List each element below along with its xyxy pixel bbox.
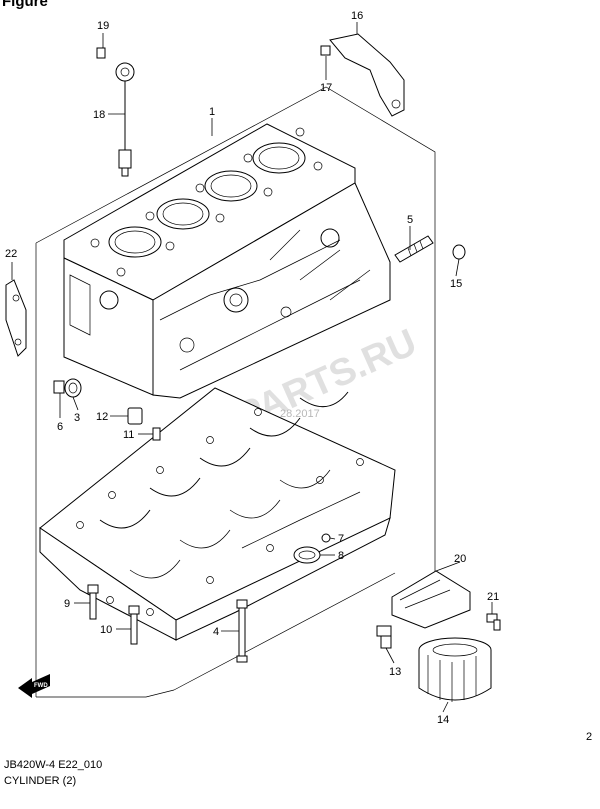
callout-9: 9	[64, 598, 70, 610]
callout-8: 8	[338, 550, 344, 562]
callout-11: 11	[123, 429, 134, 441]
callout-3: 3	[74, 412, 80, 424]
leader-lines	[11, 22, 493, 713]
callout-20: 20	[454, 553, 466, 565]
callout-2: 2	[586, 731, 592, 743]
callout-17: 17	[320, 82, 332, 94]
stud-13	[376, 625, 392, 649]
bolt-9	[87, 584, 99, 620]
watermark-date: 28.2017	[280, 408, 320, 420]
callout-15: 15	[450, 278, 462, 290]
callout-19: 19	[97, 20, 109, 32]
callout-10: 10	[100, 624, 112, 636]
oring-8	[293, 546, 321, 564]
callout-18: 18	[93, 109, 105, 121]
callout-12: 12	[96, 411, 108, 423]
callout-4: 4	[213, 626, 219, 638]
callout-6: 6	[57, 421, 63, 433]
shield-20	[391, 570, 471, 629]
stud-5	[394, 235, 434, 263]
callout-14: 14	[437, 714, 449, 726]
callout-22: 22	[5, 248, 17, 260]
oil-filter-14	[418, 637, 492, 702]
bracket-16	[320, 33, 405, 117]
svg-text:FWD: FWD	[34, 683, 48, 689]
plug-15	[452, 244, 466, 260]
callout-5: 5	[407, 214, 413, 226]
callout-13: 13	[389, 666, 401, 678]
assembly-frame	[35, 86, 436, 698]
bolt-4	[236, 599, 248, 663]
cylinder-block-upper	[63, 123, 391, 399]
callout-1: 1	[209, 106, 215, 118]
pin-11	[152, 427, 161, 441]
callout-7: 7	[338, 533, 344, 545]
jet-7	[321, 533, 331, 543]
callout-numbers: 19 16 17 18 1 5 22 15 3 6 12 11 7 8 9 10…	[5, 10, 592, 743]
diagram-subtitle: CYLINDER (2)	[4, 775, 77, 787]
bracket-22	[5, 279, 27, 357]
callout-21: 21	[487, 591, 499, 603]
bolt-21	[486, 613, 501, 631]
callout-16: 16	[351, 10, 363, 22]
fwd-arrow-icon: FWD	[18, 674, 50, 698]
seal-3	[64, 378, 82, 398]
knock-sensor-harness	[96, 47, 135, 177]
plug-6	[53, 380, 65, 394]
diagram-code: JB420W-4 E22_010	[4, 759, 103, 771]
partial-title: Figure	[2, 0, 48, 10]
bolt-10	[128, 605, 140, 645]
bush-12	[127, 407, 143, 425]
